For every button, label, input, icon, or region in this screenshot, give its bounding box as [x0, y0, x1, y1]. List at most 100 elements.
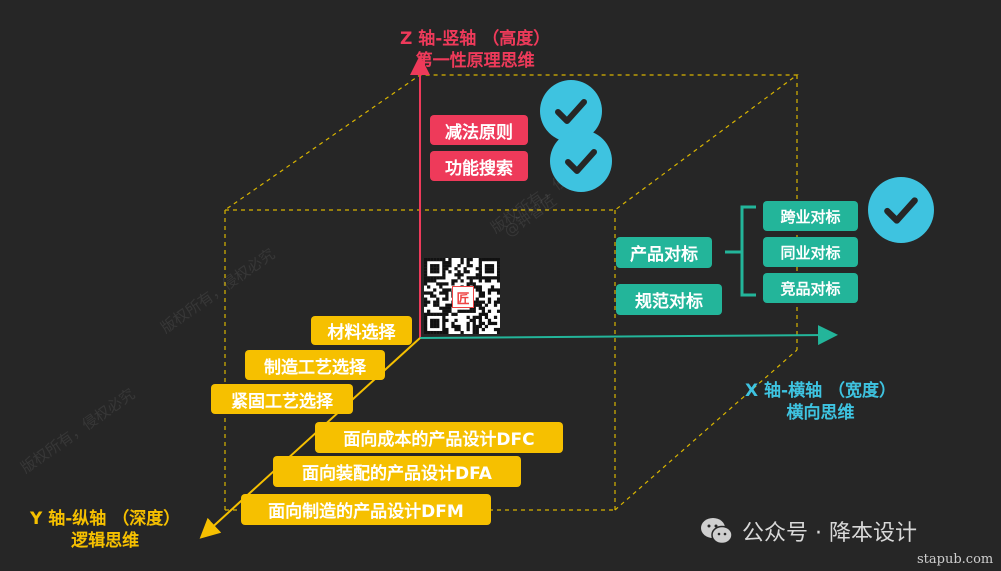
qr-module	[445, 330, 449, 335]
qr-module	[466, 309, 470, 313]
qr-module	[478, 315, 482, 319]
x-item-product-benchmark: 产品对标	[616, 237, 712, 268]
qr-module	[472, 315, 476, 319]
y-item-dfc: 面向成本的产品设计DFC	[315, 422, 563, 453]
qr-module	[475, 330, 479, 335]
qr-module	[472, 303, 476, 307]
qr-module	[460, 330, 464, 335]
checkmark-icon	[884, 197, 918, 224]
qr-module	[484, 315, 489, 319]
qr-module	[457, 270, 461, 274]
qr-module	[427, 279, 431, 283]
qr-module	[439, 258, 443, 262]
qr-module	[439, 291, 443, 295]
site-url: stapub.com	[917, 552, 994, 567]
qr-code: 匠	[424, 258, 501, 335]
qr-module	[424, 327, 428, 332]
qr-module	[436, 264, 440, 268]
qr-module	[481, 327, 485, 332]
qr-module	[463, 309, 467, 313]
qr-module	[490, 288, 495, 292]
qr-module	[478, 303, 482, 307]
qr-module	[490, 321, 495, 326]
qr-module	[496, 270, 501, 274]
qr-module	[478, 321, 482, 326]
checkmark-icon	[555, 99, 587, 124]
qr-module	[424, 297, 428, 301]
qr-module	[430, 324, 434, 329]
qr-module	[451, 324, 455, 329]
qr-module	[478, 312, 482, 316]
qr-module	[481, 309, 485, 313]
qr-module	[472, 306, 476, 310]
qr-module	[430, 330, 434, 335]
qr-module	[445, 312, 449, 316]
qr-module	[478, 324, 482, 329]
x-axis-label: X 轴-横轴 （宽度） 横向思维	[745, 380, 896, 424]
qr-module	[436, 318, 440, 323]
qr-module	[460, 309, 464, 313]
qr-module	[466, 276, 470, 280]
qr-module	[424, 330, 428, 335]
qr-module	[448, 270, 452, 274]
qr-module	[484, 324, 489, 329]
y-item-dfa: 面向装配的产品设计DFA	[273, 456, 521, 487]
qr-module	[487, 267, 492, 271]
qr-module	[475, 324, 479, 329]
qr-module	[481, 276, 485, 280]
qr-module	[484, 264, 489, 268]
qr-module	[430, 312, 434, 316]
qr-module	[475, 267, 479, 271]
qr-module	[466, 321, 470, 326]
qr-module	[442, 312, 446, 316]
qr-module	[472, 321, 476, 326]
qr-module	[448, 258, 452, 262]
qr-module	[496, 288, 501, 292]
qr-module	[466, 258, 470, 262]
qr-module	[484, 267, 489, 271]
qr-module	[487, 264, 492, 268]
qr-module	[487, 291, 492, 295]
qr-module	[493, 258, 498, 262]
qr-module	[424, 258, 428, 262]
qr-module	[457, 327, 461, 332]
qr-module	[430, 294, 434, 298]
qr-module	[442, 309, 446, 313]
qr-module	[424, 312, 428, 316]
qr-module	[490, 258, 495, 262]
z-axis-label: Z 轴-竖轴 （高度） 第一性原理思维	[400, 28, 550, 72]
qr-module	[493, 303, 498, 307]
qr-module	[424, 261, 428, 265]
qr-module	[436, 258, 440, 262]
qr-module	[472, 330, 476, 335]
qr-module	[442, 264, 446, 268]
qr-module	[490, 267, 495, 271]
x-item-standard-benchmark: 规范对标	[616, 284, 722, 315]
qr-module	[451, 279, 455, 283]
qr-module	[487, 318, 492, 323]
qr-module	[484, 279, 489, 283]
qr-module	[487, 258, 492, 262]
qr-module	[466, 261, 470, 265]
qr-module	[490, 264, 495, 268]
qr-module	[427, 285, 431, 289]
qr-module	[439, 285, 443, 289]
qr-module	[442, 327, 446, 332]
qr-module	[496, 327, 501, 332]
qr-module	[496, 279, 501, 283]
qr-module	[424, 318, 428, 323]
qr-module	[445, 294, 449, 298]
qr-module	[472, 324, 476, 329]
qr-module	[496, 297, 501, 301]
qr-module	[469, 282, 473, 286]
branch-bracket	[725, 205, 756, 297]
wechat-account-name: 公众号 · 降本设计	[742, 521, 917, 546]
x-axis-subtitle: 横向思维	[786, 403, 855, 423]
qr-module	[445, 297, 449, 301]
qr-module	[433, 312, 437, 316]
qr-module	[496, 273, 501, 277]
qr-module	[454, 267, 458, 271]
qr-module	[463, 267, 467, 271]
qr-module	[457, 276, 461, 280]
qr-module	[478, 258, 482, 262]
